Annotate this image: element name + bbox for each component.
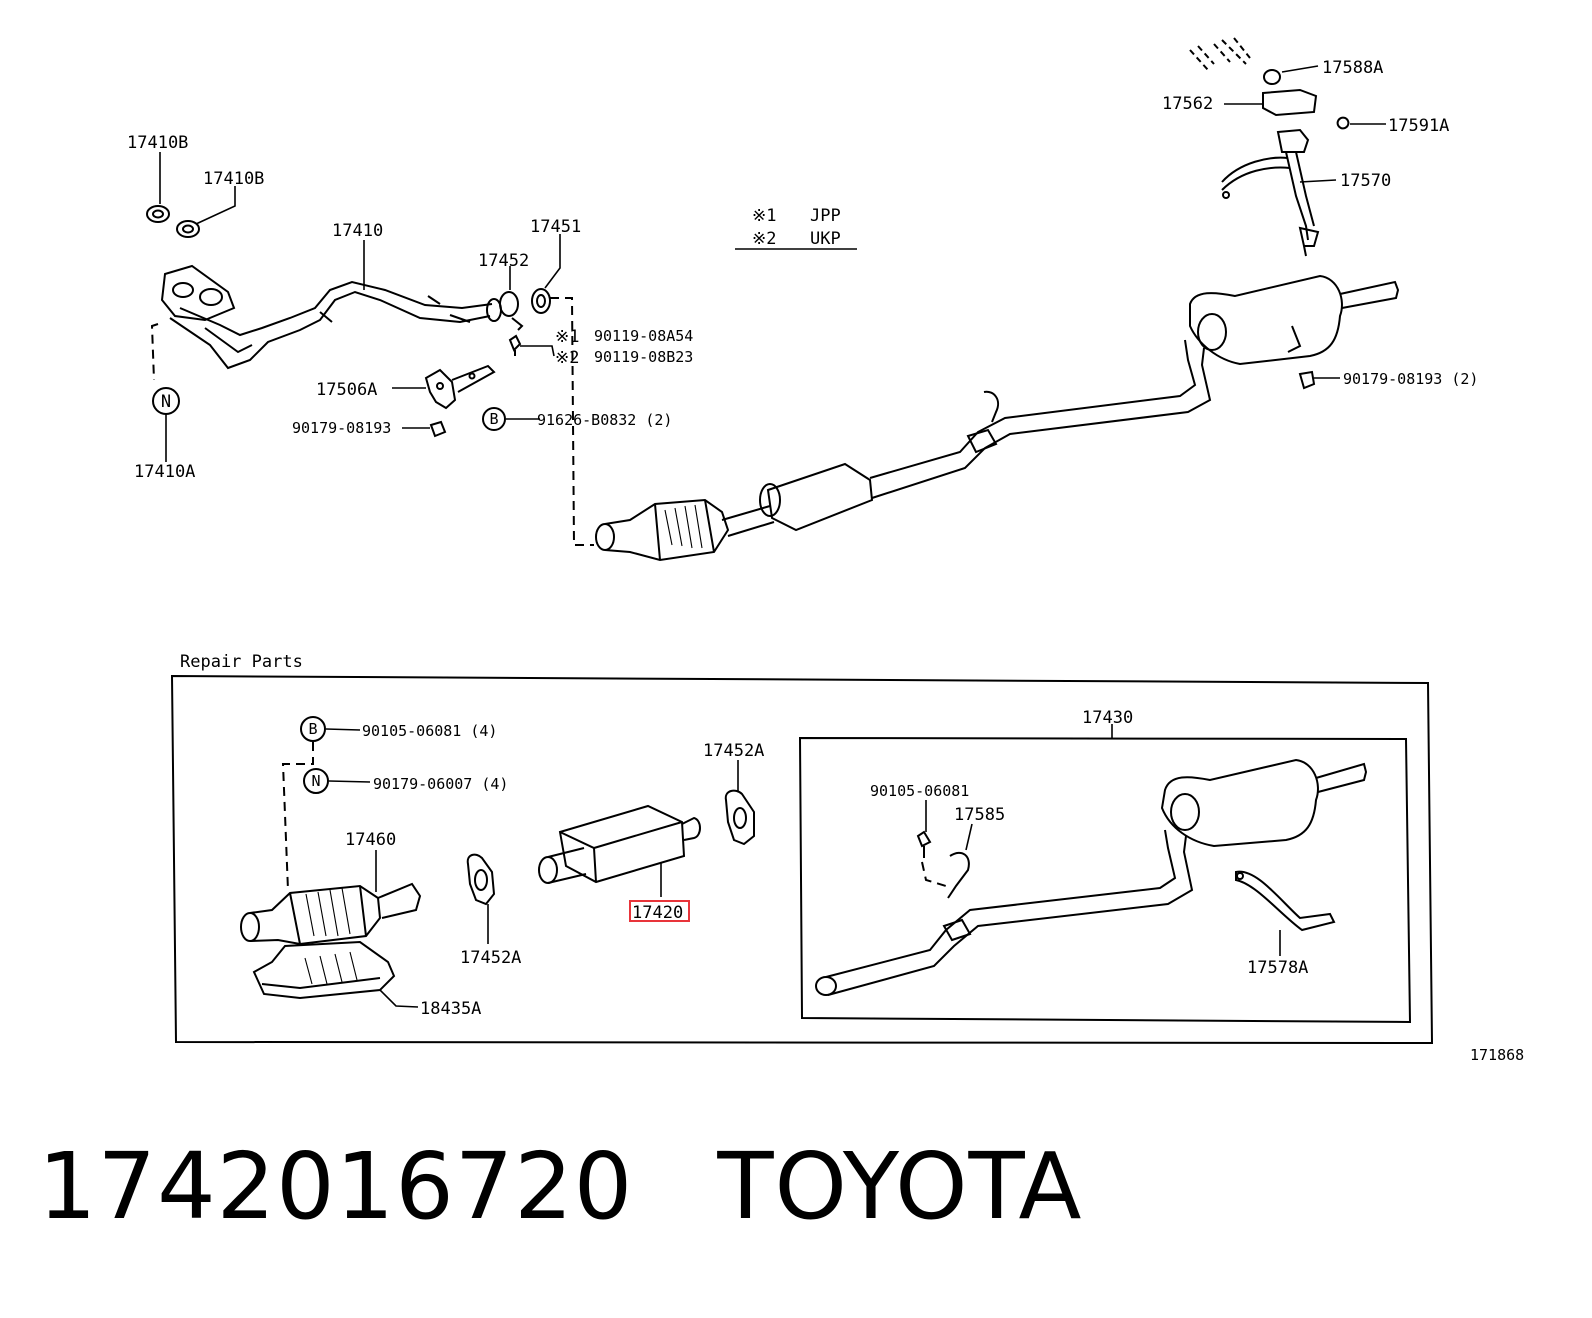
label-17460: 17460 <box>345 830 396 850</box>
symbol-N-90179: N <box>303 768 329 794</box>
label-18435A: 18435A <box>420 999 481 1019</box>
tail-pipe-box <box>798 736 1412 1024</box>
diagram-id: 171868 <box>1470 1046 1524 1064</box>
brand-name: TOYOTA <box>717 1133 1083 1240</box>
label-17570: 17570 <box>1340 171 1391 191</box>
label-90119-08A54: 90119-08A54 <box>594 327 693 345</box>
label-90179-08193-a: 90179-08193 <box>292 419 391 437</box>
leader-17585 <box>965 823 973 851</box>
label-note2-mark-a: ※2 <box>555 348 579 368</box>
label-90179-06007: 90179-06007 (4) <box>373 775 508 793</box>
symbol-B-91626: B <box>482 407 506 431</box>
part-footer: 1742016720 TOYOTA <box>38 1132 1083 1242</box>
svg-text:N: N <box>161 392 171 412</box>
hanger-parts-top-right[interactable] <box>1189 37 1350 257</box>
nut-90179-08193[interactable] <box>429 420 447 438</box>
label-17410A: 17410A <box>134 462 195 482</box>
clamp-17452[interactable] <box>499 291 524 331</box>
catalytic-converter-17460[interactable] <box>240 850 422 946</box>
clamp-17452A-left[interactable] <box>466 853 496 944</box>
svg-text:※2: ※2 <box>752 229 776 249</box>
leader-lines-top-left <box>159 152 561 462</box>
bracket-17506A[interactable] <box>424 364 496 410</box>
svg-text:B: B <box>308 720 317 738</box>
link-line-N <box>150 323 159 381</box>
svg-text:JPP: JPP <box>810 206 841 226</box>
label-17451: 17451 <box>530 217 581 237</box>
label-91626: 91626-B0832 (2) <box>537 411 672 429</box>
label-17420: 17420 <box>632 903 683 923</box>
gasket-17451[interactable] <box>531 288 551 314</box>
symbol-B-90105: B <box>300 716 326 742</box>
label-17410: 17410 <box>332 221 383 241</box>
label-90119-08B23: 90119-08B23 <box>594 348 693 366</box>
label-17430: 17430 <box>1082 708 1133 728</box>
tail-pipe-assembly-17430[interactable] <box>815 758 1368 996</box>
front-pipe-17410[interactable] <box>146 205 502 370</box>
heat-shield-18435A[interactable] <box>252 940 419 1008</box>
main-exhaust-assembly[interactable] <box>595 274 1400 562</box>
label-90179-08193-b: 90179-08193 (2) <box>1343 370 1478 388</box>
market-note-legend: ※1 JPP ※2 UKP <box>735 206 857 250</box>
part-number: 1742016720 <box>38 1133 634 1240</box>
label-17585: 17585 <box>954 805 1005 825</box>
svg-text:B: B <box>489 410 498 428</box>
label-17410B-2: 17410B <box>203 169 264 189</box>
svg-text:N: N <box>311 772 320 790</box>
label-17591A: 17591A <box>1388 116 1449 136</box>
bolt-90119[interactable] <box>508 334 522 356</box>
center-muffler-17420[interactable] <box>538 804 701 897</box>
label-17562: 17562 <box>1162 94 1213 114</box>
label-17452A-1: 17452A <box>460 948 521 968</box>
label-17588A: 17588A <box>1322 58 1383 78</box>
repair-parts-frame <box>170 674 1434 1045</box>
label-17452A-2: 17452A <box>703 741 764 761</box>
label-note1-mark-a: ※1 <box>555 327 579 347</box>
label-17578A: 17578A <box>1247 958 1308 978</box>
symbol-N-17410A: N <box>152 387 180 415</box>
highlight-box-17420 <box>629 900 690 922</box>
leader-90105-a <box>325 728 361 731</box>
label-17452: 17452 <box>478 251 529 271</box>
label-90105-06081-a: 90105-06081 (4) <box>362 722 497 740</box>
svg-text:UKP: UKP <box>810 229 841 249</box>
hanger-17578A[interactable] <box>1235 870 1336 956</box>
label-90105-06081-b: 90105-06081 <box>870 782 969 800</box>
label-17410B-1: 17410B <box>127 133 188 153</box>
svg-text:※1: ※1 <box>752 206 776 226</box>
clamp-17452A-right[interactable] <box>724 760 755 846</box>
label-17506A: 17506A <box>316 380 377 400</box>
link-line-repair <box>281 742 314 891</box>
leader-lines-top-right <box>1224 65 1386 379</box>
leader-90179-c <box>328 780 371 783</box>
repair-parts-title: Repair Parts <box>180 652 303 672</box>
